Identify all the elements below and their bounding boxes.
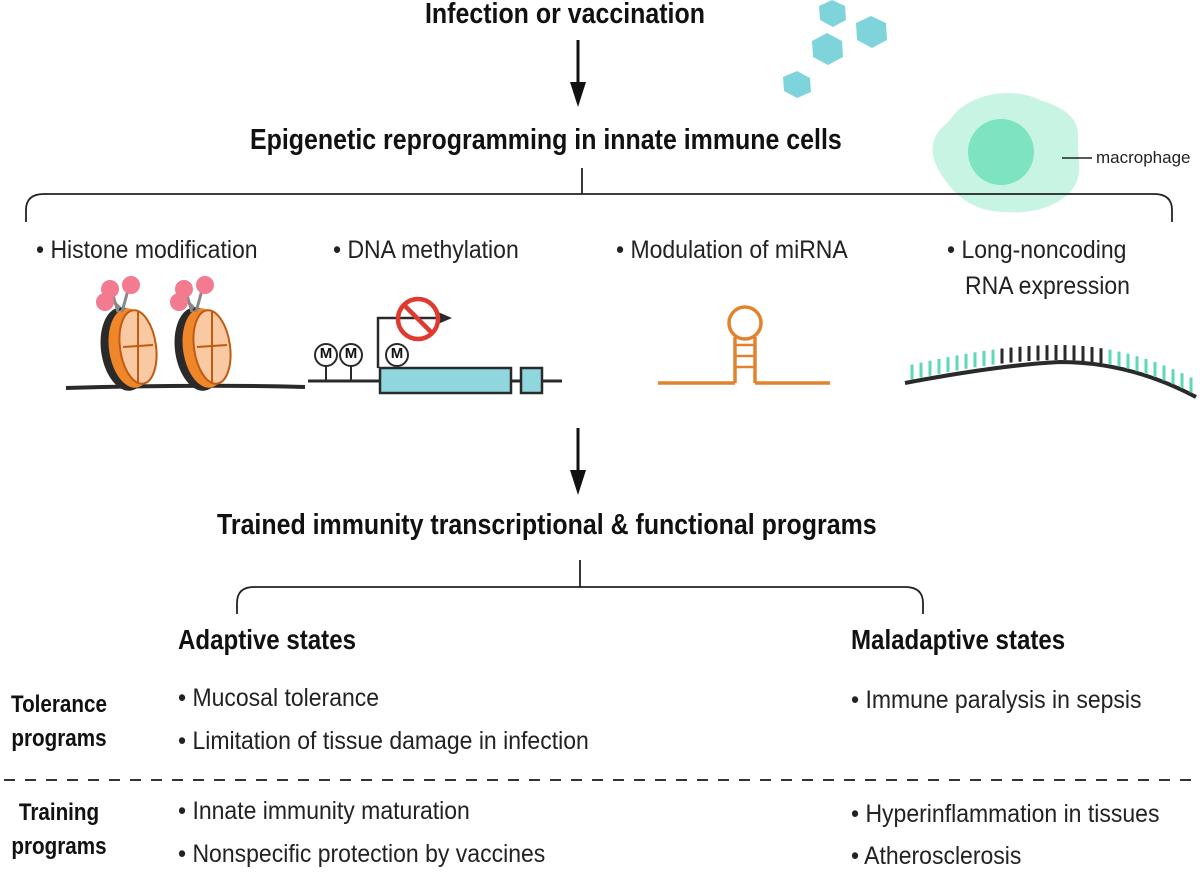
nucleosome-icon	[170, 276, 232, 391]
virus-icon	[783, 71, 811, 98]
methyl-mark-label: M	[319, 345, 333, 362]
arrow-top	[570, 40, 586, 107]
arrow-middle	[570, 428, 586, 495]
row-label-line: Tolerance	[11, 691, 107, 718]
methyl-mark-label: M	[390, 345, 404, 362]
row-label-line: programs	[11, 725, 107, 752]
mirna-hairpin-icon	[658, 305, 830, 385]
programs-title: Trained immunity transcriptional & funct…	[217, 509, 877, 541]
macrophage-label: macrophage	[1096, 148, 1191, 167]
virus-icon	[856, 16, 887, 48]
adaptive-heading: Adaptive states	[178, 624, 356, 655]
row-label-line: programs	[11, 833, 107, 860]
methyl-mark-label: M	[344, 345, 358, 362]
mechanism-lncrna: • Long-noncoding	[947, 236, 1127, 264]
tolerance-adaptive-item: • Limitation of tissue damage in infecti…	[178, 727, 589, 755]
methyl-mark-icon	[385, 343, 409, 367]
training-row-label: Training programs	[8, 796, 109, 864]
mechanism-histone: • Histone modification	[36, 236, 258, 264]
training-maladaptive-item: • Atherosclerosis	[851, 842, 1022, 870]
nucleosome-icon	[96, 276, 158, 391]
training-adaptive-item: • Innate immunity maturation	[178, 797, 470, 825]
virus-icon	[819, 0, 846, 27]
no-sign-icon	[395, 296, 441, 342]
mechanism-mirna: • Modulation of miRNA	[616, 236, 848, 264]
training-maladaptive-item: • Hyperinflammation in tissues	[851, 800, 1160, 828]
upper-bracket	[25, 168, 1173, 222]
methyl-mark-icon	[339, 343, 363, 367]
dna-methylation-illustration	[308, 296, 562, 395]
tolerance-row-label: Tolerance programs	[8, 688, 109, 756]
maladaptive-heading: Maladaptive states	[851, 624, 1066, 655]
epigenetic-title: Epigenetic reprogramming in innate immun…	[250, 124, 842, 156]
tolerance-adaptive-item: • Mucosal tolerance	[178, 684, 380, 712]
methyl-mark-icon	[314, 343, 338, 367]
macrophage-icon	[932, 92, 1092, 213]
top-title: Infection or vaccination	[425, 0, 705, 30]
tolerance-maladaptive-item: • Immune paralysis in sepsis	[851, 686, 1142, 714]
mechanism-lncrna-line2: RNA expression	[965, 272, 1130, 300]
row-label-line: Training	[18, 799, 100, 826]
virus-particles	[783, 0, 887, 98]
training-adaptive-item: • Nonspecific protection by vaccines	[178, 840, 546, 868]
lncrna-strand-icon	[904, 345, 1197, 399]
mechanism-dna-methylation: • DNA methylation	[333, 236, 519, 264]
histone-illustration	[65, 276, 306, 391]
lower-bracket	[236, 560, 924, 614]
virus-icon	[812, 33, 843, 65]
